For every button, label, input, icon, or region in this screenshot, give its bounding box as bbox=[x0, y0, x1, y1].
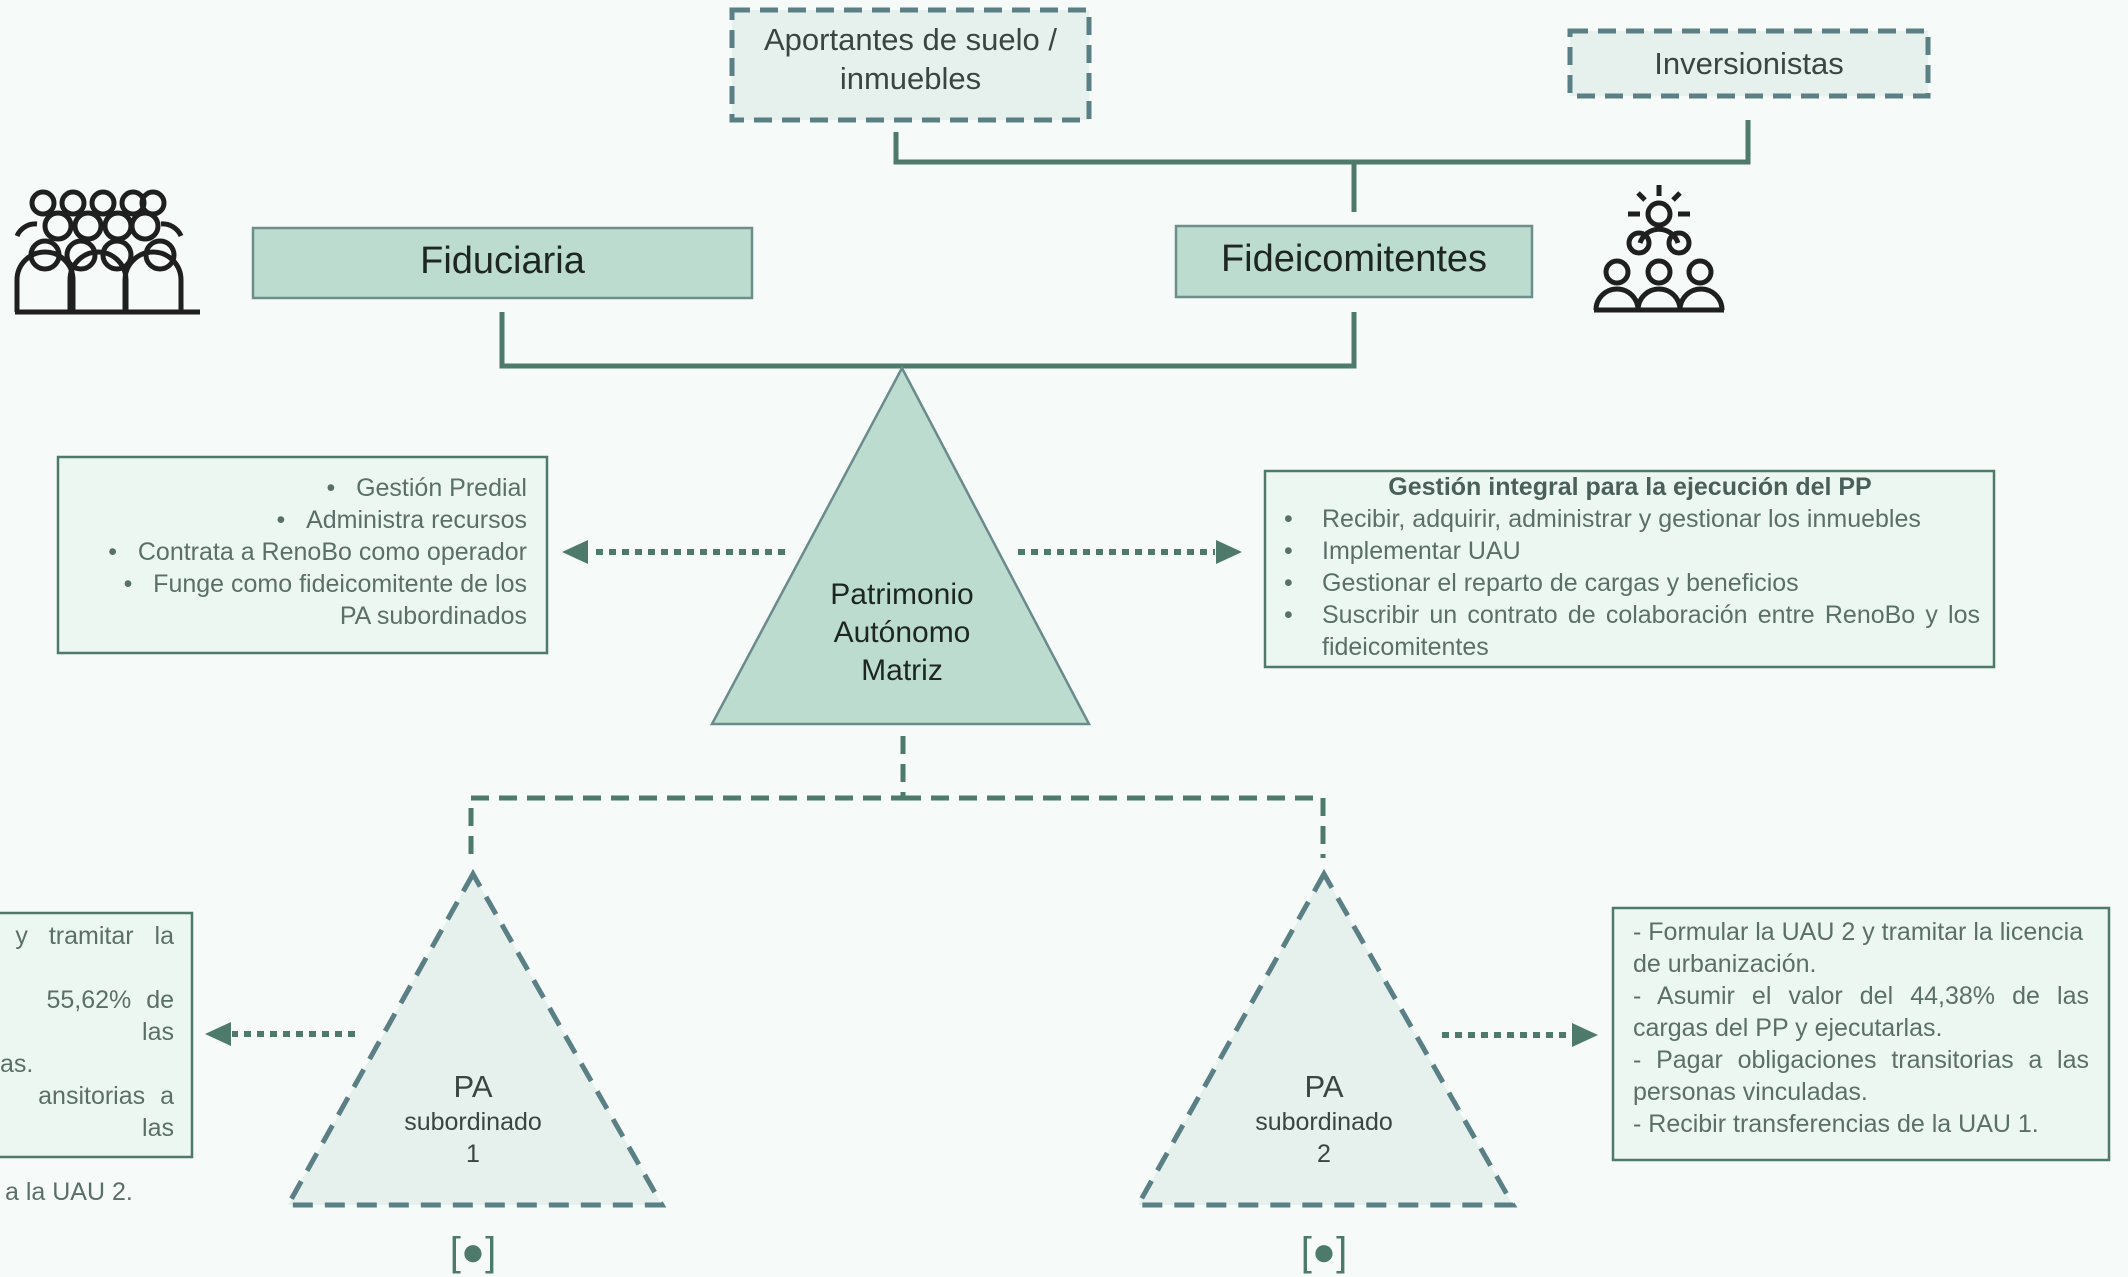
gestion-item: •Recibir, adquirir, administrar y gestio… bbox=[1284, 505, 1921, 533]
role-item: • Gestión Predial bbox=[326, 474, 527, 502]
sub1-label: PA subordinado 1 bbox=[373, 1068, 573, 1170]
sub1-tag: [●] bbox=[449, 1230, 497, 1274]
sub2-box-line: personas vinculadas. bbox=[1633, 1078, 1868, 1106]
sub1-line2: subordinado bbox=[404, 1108, 542, 1136]
arrow-sub1-head bbox=[205, 1022, 231, 1046]
role-text: Gestión Predial bbox=[356, 474, 527, 502]
sub2-box-line: - Pagar obligaciones transitorias a las bbox=[1633, 1046, 2089, 1074]
mid-connector bbox=[499, 312, 1357, 369]
fiduciaria-label: Fiduciaria bbox=[420, 240, 585, 282]
gestion-item-cont: fideicomitentes bbox=[1280, 631, 1980, 663]
role-text: Administra recursos bbox=[306, 506, 527, 534]
sub1-triangle bbox=[283, 868, 667, 1208]
role-item: • Contrata a RenoBo como operador bbox=[108, 538, 527, 566]
sub1-box-line: as. bbox=[0, 1050, 34, 1078]
sub2-tag: [●] bbox=[1300, 1230, 1348, 1274]
matriz-line2: Autónomo bbox=[833, 616, 971, 649]
matriz-label: Patrimonio Autónomo Matriz bbox=[782, 576, 1022, 690]
sub1-box-line: y tramitar la bbox=[15, 922, 174, 950]
sub1-box bbox=[0, 911, 194, 1159]
gestion-content: Gestión integral para la ejecución del P… bbox=[1280, 471, 1980, 663]
sub2-box-text: - Formular la UAU 2 y tramitar la licenc… bbox=[1633, 916, 2089, 1140]
gestion-item-text: Gestionar el reparto de cargas y benefic… bbox=[1322, 569, 1799, 597]
fideicomitentes-box bbox=[1174, 224, 1534, 299]
fiduciaria-roles: • Gestión Predial • Administra recursos … bbox=[70, 472, 527, 632]
sub2-triangle bbox=[1133, 868, 1518, 1208]
gestion-item: •Implementar UAU bbox=[1284, 537, 1521, 565]
sub2-box bbox=[1611, 906, 2111, 1162]
aportantes-label: Aportantes de suelo / inmuebles bbox=[732, 20, 1089, 98]
sub-connector bbox=[468, 736, 1326, 858]
gestion-item-text: Implementar UAU bbox=[1322, 537, 1521, 565]
sub2-line1: PA bbox=[1304, 1069, 1344, 1104]
gestion-item: •Gestionar el reparto de cargas y benefi… bbox=[1284, 569, 1799, 597]
inversionistas-box bbox=[1567, 28, 1931, 99]
sub1-box-line: a la UAU 2. bbox=[5, 1178, 133, 1206]
inversionistas-label: Inversionistas bbox=[1654, 46, 1844, 81]
sub2-line2: subordinado bbox=[1255, 1108, 1393, 1136]
sub2-box-line: - Recibir transferencias de la UAU 1. bbox=[1633, 1110, 2039, 1138]
aportantes-line1: Aportantes de suelo / bbox=[764, 22, 1057, 57]
sub2-line3: 2 bbox=[1317, 1140, 1331, 1168]
matriz-triangle bbox=[709, 365, 1092, 726]
fiduciaria-roles-box bbox=[56, 455, 549, 655]
gestion-item-text: Suscribir un contrato de colaboración en… bbox=[1322, 601, 1980, 629]
gestion-title: Gestión integral para la ejecución del P… bbox=[1388, 473, 1872, 501]
sub1-line1: PA bbox=[453, 1069, 493, 1104]
gestion-item-text: Recibir, adquirir, administrar y gestion… bbox=[1322, 505, 1921, 533]
aportantes-box bbox=[729, 7, 1092, 123]
sub1-box-line-blank bbox=[0, 952, 174, 984]
aportantes-line2: inmuebles bbox=[839, 61, 982, 96]
gestion-item-text: fideicomitentes bbox=[1322, 633, 1489, 661]
matriz-line3: Matriz bbox=[861, 654, 943, 687]
sub1-box-line: 55,62% de las bbox=[46, 986, 174, 1046]
sub2-box-line: - Asumir el valor del 44,38% de las bbox=[1633, 982, 2089, 1010]
role-item: • Administra recursos bbox=[276, 506, 528, 534]
investors-idea-icon bbox=[1593, 185, 1725, 313]
sub2-box-line: cargas del PP y ejecutarlas. bbox=[1633, 1014, 1943, 1042]
sub1-box-line: ansitorias a las bbox=[38, 1082, 174, 1142]
arrow-to-roles-head bbox=[562, 540, 588, 564]
sub2-box-line: - Formular la UAU 2 y tramitar la licenc… bbox=[1633, 918, 2084, 946]
top-connector bbox=[893, 120, 1751, 212]
sub2-label: PA subordinado 2 bbox=[1224, 1068, 1424, 1170]
sub1-box-text: y tramitar la 55,62% de las as. ansitori… bbox=[0, 920, 174, 1208]
role-text: PA subordinados bbox=[339, 602, 527, 630]
matriz-line1: Patrimonio bbox=[830, 578, 974, 611]
role-item: • Funge como fideicomitente de los bbox=[123, 570, 527, 598]
arrow-to-gestion-head bbox=[1216, 540, 1242, 564]
arrow-sub2-head bbox=[1572, 1023, 1598, 1047]
fiduciaria-box bbox=[251, 226, 754, 300]
sub1-line3: 1 bbox=[466, 1140, 480, 1168]
role-item-cont: PA subordinados bbox=[70, 600, 527, 632]
role-text: Funge como fideicomitente de los bbox=[153, 570, 527, 598]
fideicomitentes-label: Fideicomitentes bbox=[1220, 238, 1488, 280]
people-group-icon bbox=[14, 189, 200, 315]
gestion-box bbox=[1263, 469, 1996, 669]
role-text: Contrata a RenoBo como operador bbox=[137, 538, 527, 566]
sub2-box-line: de urbanización. bbox=[1633, 950, 1817, 978]
gestion-item: •Suscribir un contrato de colaboración e… bbox=[1284, 601, 1980, 629]
sub1-box-line-blank bbox=[0, 1144, 174, 1176]
